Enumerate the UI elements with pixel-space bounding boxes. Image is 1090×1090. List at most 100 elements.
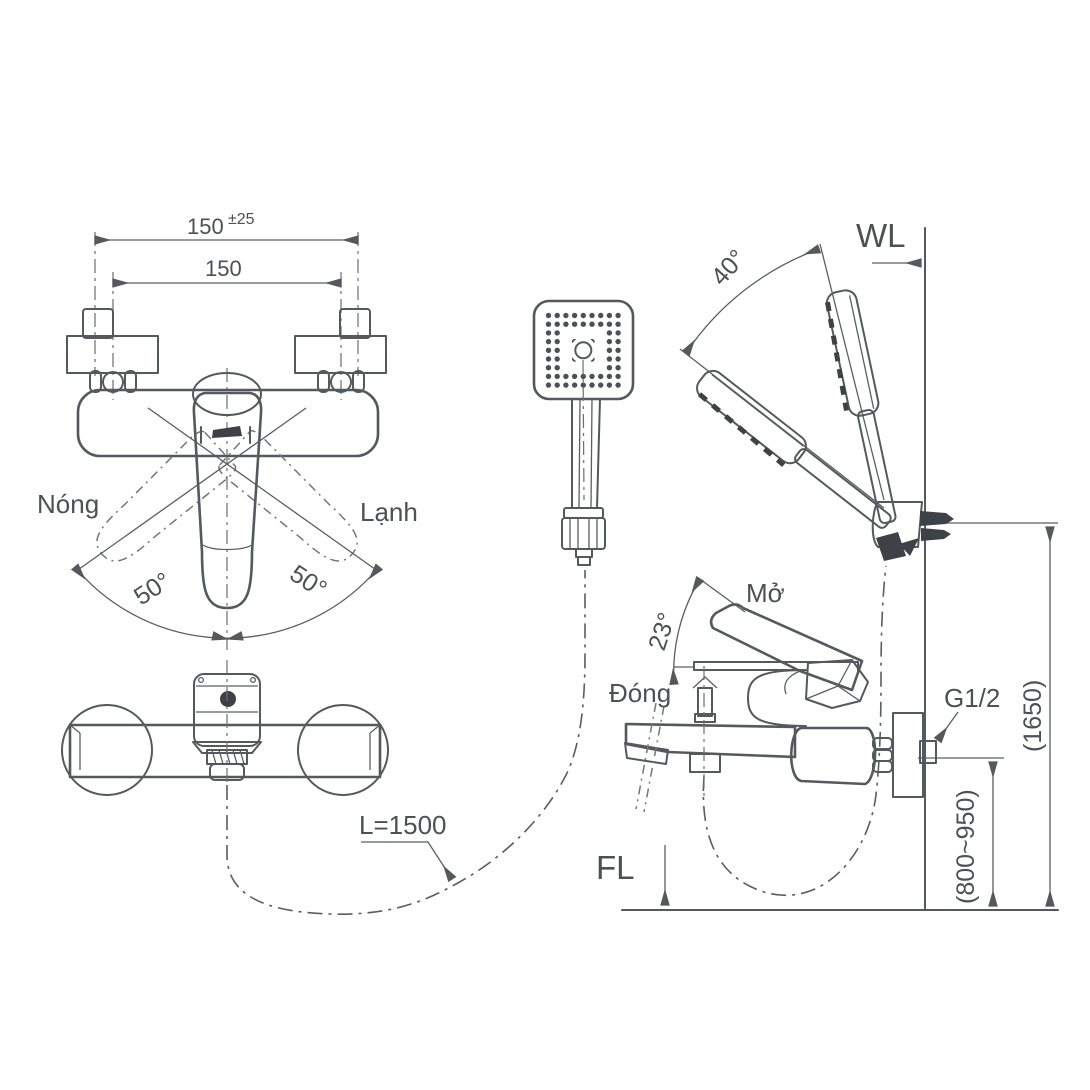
plan-view: L=1500 <box>61 570 586 915</box>
spray-nozzle-dot <box>580 321 586 327</box>
bolt-cap <box>339 308 371 339</box>
spray-nozzle-dot <box>554 373 560 380</box>
spray-nozzle-dot <box>554 321 560 327</box>
shower-wand-tilted <box>696 369 892 529</box>
wand-edge <box>848 295 875 410</box>
spray-nozzle-dot <box>598 321 604 327</box>
spray-nozzle-dot <box>615 312 621 319</box>
spray-nozzle-dot <box>606 347 613 353</box>
knurl-hatch <box>232 749 238 765</box>
handle-badge <box>212 426 242 438</box>
cartridge-plan <box>193 673 261 747</box>
lever-extension-line <box>696 576 746 613</box>
spray-nozzle-dot <box>606 356 613 362</box>
spray-nozzle-dot <box>615 347 621 353</box>
right-inlet-assembly <box>294 308 387 393</box>
ring <box>872 760 893 773</box>
center-clear <box>570 337 597 364</box>
spray-nozzle-dot <box>615 365 621 371</box>
body-bevel <box>369 724 381 734</box>
thread-size-label: G1/2 <box>944 683 1000 713</box>
spray-nozzle-dot <box>571 382 578 388</box>
spray-nozzle-dot <box>615 373 621 380</box>
spray-nozzle-dot <box>545 347 552 353</box>
spray-nozzle-dot <box>589 373 595 380</box>
dimension-connection-pitch: 150 <box>112 256 342 288</box>
spray-nozzle-dot <box>554 347 560 353</box>
nut-lobe <box>89 370 102 393</box>
connector-flange <box>563 507 604 519</box>
open-label: Mở <box>746 578 785 608</box>
spray-nozzle-dot <box>580 312 586 319</box>
spray-nozzle-dot <box>589 382 595 388</box>
thread-size-callout: G1/2 <box>933 683 1000 744</box>
wand-handle <box>857 409 897 524</box>
hand-shower <box>532 299 635 566</box>
swing-right-angle-label: 50° <box>285 560 332 604</box>
base-facet-lines <box>805 659 861 702</box>
nut-center <box>330 371 352 393</box>
spray-nozzle-dot <box>554 312 560 319</box>
spray-nozzle-dot <box>545 330 552 336</box>
wall-escutcheon-plate <box>892 712 924 798</box>
side-view: 23° Mở Đóng G1/2 <box>609 575 1000 813</box>
nut-lobe <box>317 370 330 393</box>
spray-nozzle-dot <box>563 373 569 380</box>
spray-nozzle-dot <box>606 338 613 345</box>
spray-nozzle-dot <box>598 312 604 319</box>
shower-hose-long <box>226 570 586 915</box>
holder-screw <box>920 511 954 526</box>
knob-stem <box>697 687 713 717</box>
holder-height-value: (1650) <box>1019 680 1047 752</box>
shower-centerline <box>582 359 585 501</box>
floor-line-label: FL <box>596 849 635 886</box>
spray-nozzle-dot <box>615 321 621 327</box>
spray-nozzle-dot <box>571 312 578 319</box>
screw-dot <box>249 676 257 684</box>
spray-nozzle-dot <box>598 382 604 388</box>
knurl-hatch <box>211 749 217 765</box>
cartridge-dome <box>192 372 262 416</box>
wand-edge <box>711 374 804 447</box>
lever-closed-position <box>693 661 859 673</box>
swivel-radius-line <box>819 243 885 501</box>
handle-outline <box>192 391 263 610</box>
swing-left-angle-label: 50° <box>129 567 176 611</box>
cold-label: Lạnh <box>360 497 418 527</box>
wand-head <box>696 369 807 465</box>
mixer-body-plan <box>68 723 382 779</box>
lever-angle-arc <box>669 575 705 685</box>
mixer-body-front <box>76 388 380 458</box>
spray-nozzle-dot <box>606 382 613 388</box>
dim-150-value: 150 <box>205 256 242 281</box>
level-lines: WL FL (1650) (800~950) <box>596 217 1059 911</box>
hose-connector-shadow <box>899 538 919 556</box>
dimension-inlet-pitch-tolerance: 150 ±25 <box>94 211 359 245</box>
center-tick-arrow <box>226 631 244 641</box>
nut-lobe <box>124 370 137 393</box>
spout-shoulder <box>192 741 262 754</box>
lever-neck-curve <box>784 670 801 695</box>
handle-edge <box>578 398 581 509</box>
spray-nozzle-dot <box>589 321 595 327</box>
swivel-radius-line <box>679 348 885 509</box>
holder-height-dimension: (1650) <box>940 522 1058 907</box>
shower-hose-loop <box>702 565 887 897</box>
closed-lever-ghost <box>635 702 657 810</box>
hose-length-callout: L=1500 <box>359 810 457 883</box>
handle-ghost-right <box>96 430 237 562</box>
hose-length-label: L=1500 <box>359 810 446 840</box>
mixer-height-value: (800~950) <box>952 789 980 904</box>
hose-nipple-tip <box>577 556 591 566</box>
handle-ghost-left <box>218 430 358 562</box>
hose-outlet <box>689 753 721 773</box>
spray-nozzle-dot <box>554 330 560 336</box>
center-nozzle <box>574 341 593 360</box>
bolt-cap <box>82 308 114 339</box>
swing-radius-line <box>74 407 307 573</box>
handle-edge <box>590 398 593 509</box>
wall-union-barrel <box>789 726 877 786</box>
shower-handle <box>561 398 606 566</box>
hose-connector-shadow <box>876 532 906 561</box>
